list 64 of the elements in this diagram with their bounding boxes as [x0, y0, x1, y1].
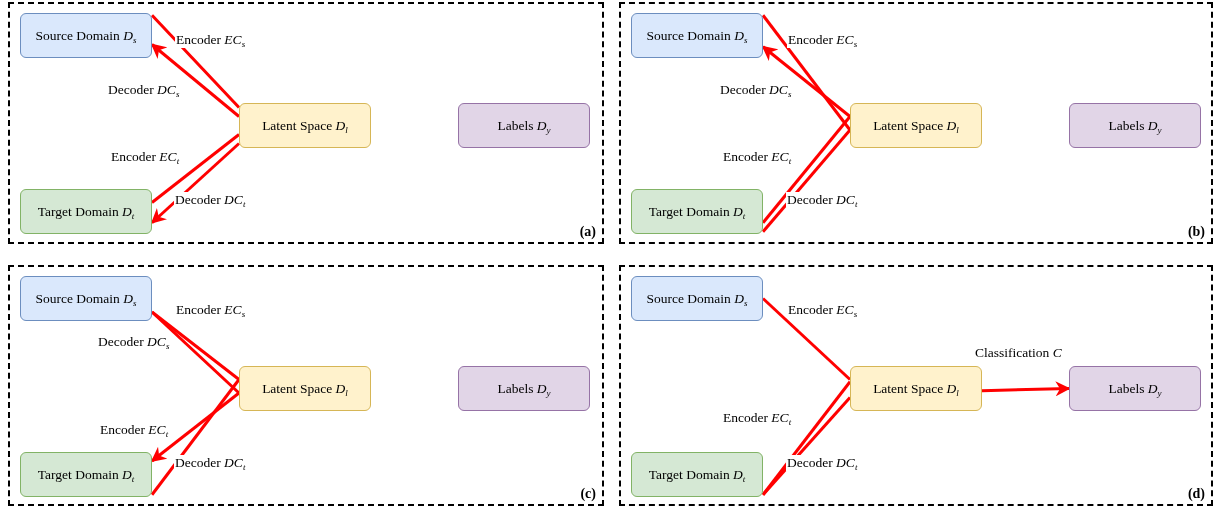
connector-line	[762, 297, 852, 381]
source-domain-box	[631, 13, 763, 58]
connector-line	[761, 115, 852, 224]
node-text: Latent Space D$_{l}$	[873, 117, 959, 134]
edge-label: Encoder EC$_{t}$	[110, 149, 181, 165]
source-domain-box	[631, 276, 763, 321]
target-domain-box	[20, 452, 152, 497]
connector-line	[151, 310, 240, 381]
edge-label: Encoder EC$_{s}$	[175, 302, 247, 318]
edge-label: Decoder DC$_{s}$	[719, 82, 793, 98]
arrow	[981, 381, 1071, 397]
node-text: Target Domain D$_{t}$	[37, 466, 135, 483]
edge-label: Decoder DC$_{t}$	[174, 455, 247, 471]
connector-line	[150, 14, 241, 109]
edge-label: Decoder DC$_{t}$	[786, 455, 859, 471]
arrow	[150, 391, 240, 463]
node-text: Target Domain D$_{t}$	[648, 466, 746, 483]
node-text: Source Domain D$_{s}$	[646, 290, 748, 307]
node-text: Source Domain D$_{s}$	[646, 27, 748, 44]
node-text: Labels D$_{y}$	[497, 117, 551, 134]
labels-box	[1069, 366, 1201, 411]
arrow	[150, 142, 240, 224]
labels-box	[458, 366, 590, 411]
edge-label: Encoder EC$_{s}$	[787, 302, 859, 318]
latent-space-box	[239, 366, 371, 411]
node-text: Target Domain D$_{t}$	[648, 203, 746, 220]
target-domain-box	[631, 189, 763, 234]
panel-label: (a)	[579, 224, 596, 240]
node-text: Source Domain D$_{s}$	[35, 290, 137, 307]
connector-line	[151, 133, 240, 204]
labels-box	[458, 103, 590, 148]
arrow	[150, 43, 240, 118]
panel-label: (c)	[580, 486, 596, 502]
connector-line	[761, 14, 852, 131]
node-text: Source Domain D$_{s}$	[35, 27, 137, 44]
target-domain-box	[20, 189, 152, 234]
node-text: Latent Space D$_{l}$	[262, 380, 348, 397]
node-text: Labels D$_{y}$	[1108, 380, 1162, 397]
labels-box	[1069, 103, 1201, 148]
edge-label: Encoder EC$_{t}$	[722, 149, 793, 165]
edge-label: Decoder DC$_{t}$	[786, 192, 859, 208]
edge-label: Encoder EC$_{s}$	[787, 32, 859, 48]
panel-label: (b)	[1187, 224, 1205, 240]
edge-label: Encoder EC$_{t}$	[722, 410, 793, 426]
node-text: Latent Space D$_{l}$	[262, 117, 348, 134]
connector-line	[150, 378, 241, 496]
node-text: Labels D$_{y}$	[497, 380, 551, 397]
edge-label: Decoder DC$_{s}$	[107, 82, 181, 98]
source-domain-box	[20, 13, 152, 58]
connector-line	[761, 129, 852, 233]
edge-label: Encoder EC$_{s}$	[175, 32, 247, 48]
target-domain-box	[631, 452, 763, 497]
latent-space-box	[850, 366, 982, 411]
source-domain-box	[20, 276, 152, 321]
latent-space-box	[239, 103, 371, 148]
node-text: Latent Space D$_{l}$	[873, 380, 959, 397]
node-text: Target Domain D$_{t}$	[37, 203, 135, 220]
edge-label: Decoder DC$_{t}$	[174, 192, 247, 208]
edge-label: Encoder EC$_{t}$	[99, 422, 170, 438]
panel-label: (d)	[1187, 486, 1205, 502]
arrow	[761, 45, 851, 118]
node-text: Labels D$_{y}$	[1108, 117, 1162, 134]
edge-label: Decoder DC$_{s}$	[97, 334, 171, 350]
latent-space-box	[850, 103, 982, 148]
